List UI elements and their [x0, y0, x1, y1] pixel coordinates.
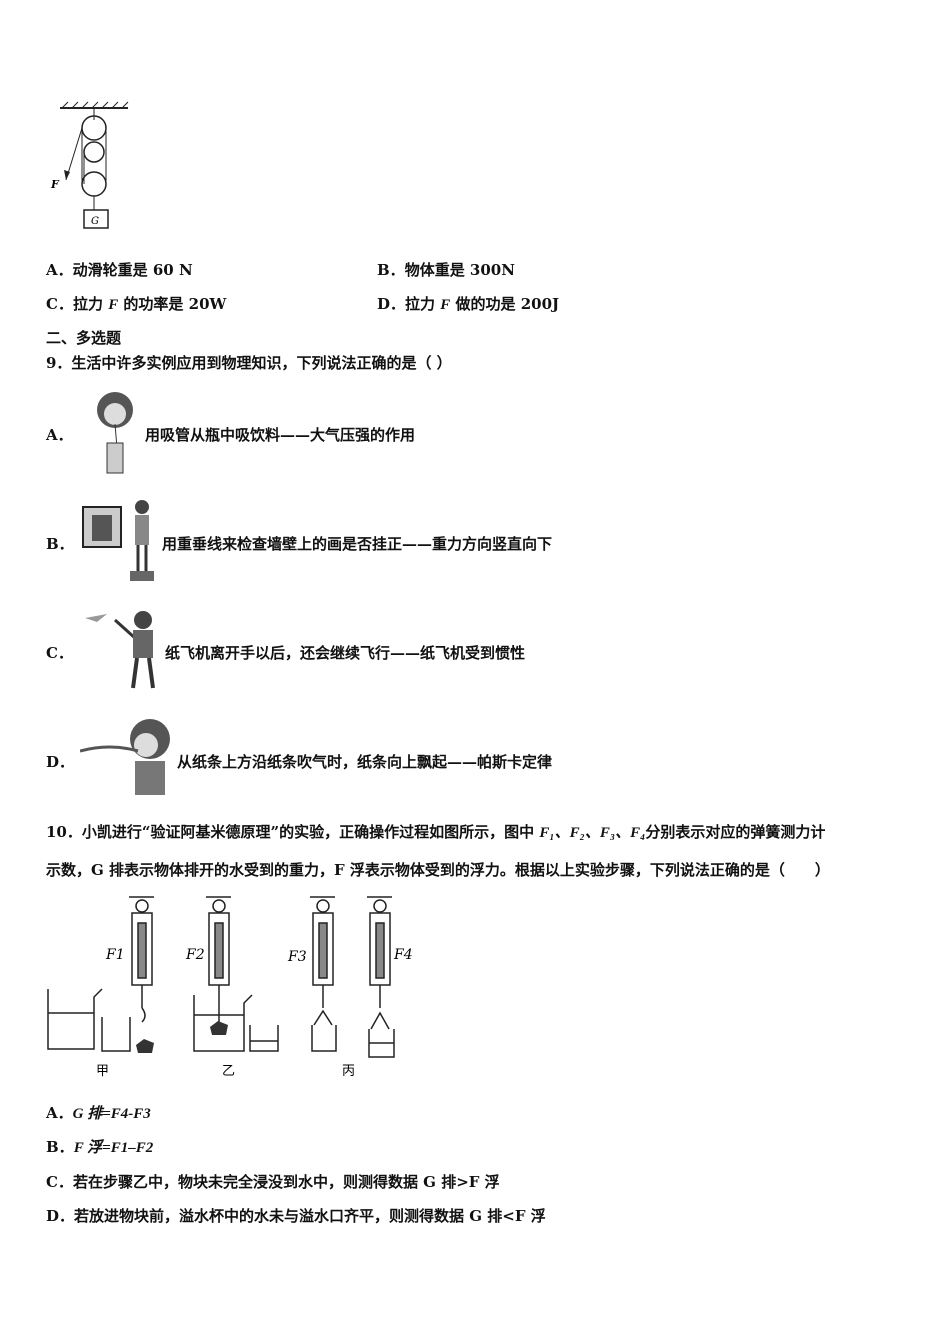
step-label-jia: 甲	[96, 1064, 109, 1079]
option-letter: C．	[46, 1173, 73, 1191]
stem-vars: F₁、F₂、F₃、F₄	[539, 825, 646, 841]
plumb-line-painting-illustration	[82, 500, 154, 581]
f4-label: F4	[393, 947, 413, 963]
option-text: 做的功是 200J	[450, 295, 560, 313]
q8-option-a[interactable]: A．动滑轮重是 60 N	[46, 260, 193, 280]
section-title: 二、多选题	[46, 329, 122, 347]
q10-option-a[interactable]: A．G 排=F4-F3	[46, 1103, 151, 1124]
step-label-yi: 乙	[222, 1064, 235, 1079]
option-letter: D．	[46, 1207, 75, 1225]
option-letter: D．	[377, 295, 406, 313]
option-letter: C．	[46, 295, 73, 313]
option-text: 动滑轮重是 60 N	[72, 261, 193, 279]
boy-blowing-paper-illustration	[80, 719, 170, 795]
q10-option-b[interactable]: B．F 浮=F1–F2	[46, 1137, 153, 1158]
q10-stem-line1: 10．小凯进行“验证阿基米德原理”的实验，正确操作过程如图所示，图中 F₁、F₂…	[46, 822, 825, 843]
q9-option-d-letter[interactable]: D．	[46, 753, 75, 771]
q9-option-c-text: 纸飞机离开手以后，还会继续飞行——纸飞机受到惯性	[165, 644, 526, 662]
option-text: 若放进物块前，溢水杯中的水未与溢水口齐平，则测得数据 G 排<F 浮	[74, 1207, 546, 1225]
q10-option-d[interactable]: D．若放进物块前，溢水杯中的水未与溢水口齐平，则测得数据 G 排<F 浮	[46, 1206, 546, 1226]
q9-option-b-text: 用重垂线来检查墙壁上的画是否挂正——重力方向竖直向下	[162, 535, 553, 553]
option-letter: B．	[377, 261, 405, 279]
option-text: 物体重是 300N	[404, 261, 515, 279]
q9-option-d-text: 从纸条上方沿纸条吹气时，纸条向上飘起——帕斯卡定律	[177, 753, 553, 771]
q9-option-c-letter[interactable]: C．	[46, 644, 73, 662]
boy-paper-plane-illustration	[85, 611, 155, 689]
option-var: F	[440, 297, 451, 313]
girl-drinking-straw-illustration	[97, 392, 133, 474]
option-text: 的功率是 20W	[118, 295, 227, 313]
q8-option-c[interactable]: C．拉力 F 的功率是 20W	[46, 294, 226, 315]
q8-option-b[interactable]: B．物体重是 300N	[377, 260, 515, 280]
force-label: F	[50, 178, 60, 191]
q10-option-c[interactable]: C．若在步骤乙中，物块未完全浸没到水中，则测得数据 G 排>F 浮	[46, 1172, 500, 1192]
pulley-figure: F G	[50, 101, 129, 229]
option-text: 拉力	[72, 295, 109, 313]
weight-label: G	[91, 216, 99, 227]
q9-stem: 9．生活中许多实例应用到物理知识，下列说法正确的是（ ）	[46, 354, 452, 372]
f3-label: F3	[287, 949, 307, 965]
option-text: F 浮=F1–F2	[73, 1140, 154, 1156]
option-letter: A．	[46, 1104, 73, 1122]
archimedes-experiment-figure: F1 F2 F3 F4 甲 乙 丙	[47, 896, 413, 1079]
q9-option-a-letter[interactable]: A．	[46, 426, 73, 444]
step-label-bing: 丙	[342, 1064, 355, 1079]
option-text: 拉力	[405, 295, 441, 313]
f2-label: F2	[185, 947, 205, 963]
option-text: G 排=F4-F3	[72, 1106, 151, 1122]
option-text: 若在步骤乙中，物块未完全浸没到水中，则测得数据 G 排>F 浮	[72, 1173, 500, 1191]
f1-label: F1	[105, 947, 125, 963]
q9-option-b-letter[interactable]: B．	[46, 535, 74, 553]
stem-text: 分别表示对应的弹簧测力计	[645, 823, 826, 841]
stem-text: 10．小凯进行“验证阿基米德原理”的实验，正确操作过程如图所示，图中	[46, 823, 540, 841]
option-letter: A．	[46, 261, 73, 279]
option-letter: B．	[46, 1138, 74, 1156]
q8-option-d[interactable]: D．拉力 F 做的功是 200J	[377, 294, 559, 315]
q9-option-a-text: 用吸管从瓶中吸饮料——大气压强的作用	[145, 426, 416, 444]
option-var: F	[108, 297, 119, 313]
q10-stem-line2: 示数，G 排表示物体排开的水受到的重力，F 浮表示物体受到的浮力。根据以上实验步…	[46, 861, 830, 879]
